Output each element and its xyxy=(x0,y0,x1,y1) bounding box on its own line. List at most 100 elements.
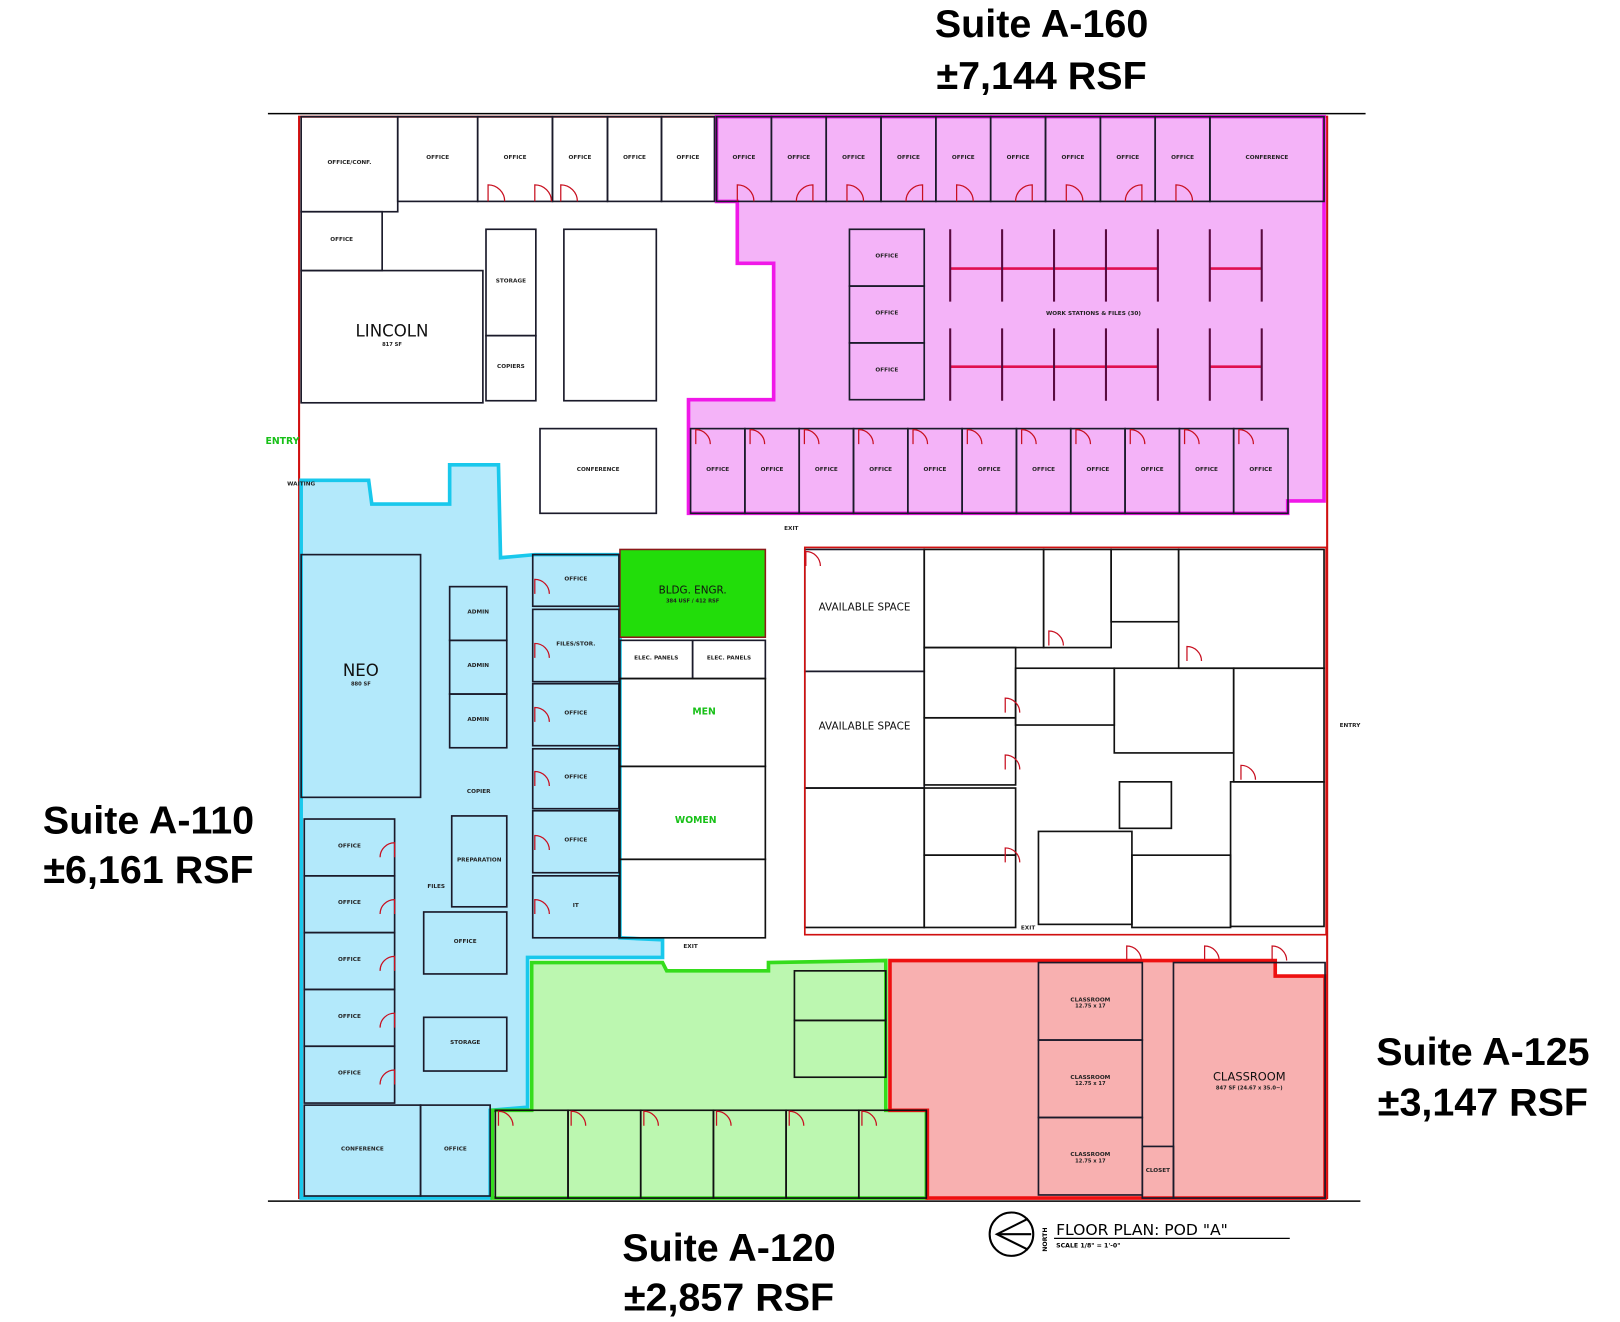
room-label: OFFICE xyxy=(924,467,947,473)
room-label: OFFICE xyxy=(330,237,353,243)
room-label: OFFICE xyxy=(444,1147,467,1153)
door-icon xyxy=(1124,184,1143,202)
room-outline xyxy=(857,1109,928,1199)
room-outline xyxy=(660,115,716,203)
door-icon xyxy=(534,770,550,787)
room-outline xyxy=(450,815,508,908)
room-label: LINCOLN xyxy=(356,322,429,341)
room-area-label: 817 SF xyxy=(382,342,402,348)
room-outline xyxy=(448,693,508,749)
room-outline xyxy=(531,874,620,939)
suite-a120-area[interactable] xyxy=(490,958,929,1200)
bldg-engr-room xyxy=(619,548,767,639)
door-icon xyxy=(534,706,550,722)
room-label: OFFICE xyxy=(1007,155,1030,161)
room-label: ADMIN xyxy=(467,717,489,723)
room-label: OFFICE xyxy=(677,155,700,161)
room-outline xyxy=(1141,1145,1175,1199)
room-label: STORAGE xyxy=(496,278,526,284)
room-label: OFFICE xyxy=(338,957,361,963)
room-label: OFFICE xyxy=(564,775,587,781)
room-label: FILES xyxy=(427,884,445,890)
door-icon xyxy=(379,955,396,971)
door-icon xyxy=(1048,630,1065,646)
door-icon xyxy=(736,184,755,202)
room-label: OFFICE xyxy=(623,155,646,161)
room-label: EXIT xyxy=(1021,926,1035,932)
room-label: OFFICE xyxy=(875,367,898,373)
tenant-space-outline xyxy=(803,546,1327,936)
room-label: OFFICE xyxy=(454,939,477,945)
door-icon xyxy=(846,184,865,202)
room-label: ENTRY xyxy=(1340,723,1362,729)
door-icon xyxy=(1004,697,1021,713)
room-outline xyxy=(300,269,484,404)
room-outline xyxy=(539,427,658,515)
room-label: OFFICE xyxy=(733,155,756,161)
suite-a160-area[interactable] xyxy=(686,114,1326,516)
room-label: OFFICE xyxy=(564,711,587,717)
room-outline xyxy=(1118,781,1173,830)
suite-a120-rsf: ±2,857 RSF xyxy=(624,1276,834,1320)
room-area-label: 12.75 x 17 xyxy=(1075,1004,1106,1010)
door-icon xyxy=(379,898,396,915)
room-label: OFFICE xyxy=(1062,155,1085,161)
room-outline xyxy=(422,911,508,975)
room-outline xyxy=(531,682,620,747)
room-outline xyxy=(793,1019,887,1079)
room-area-label: 12.75 x 17 xyxy=(1075,1081,1106,1087)
room-label: STORAGE xyxy=(450,1040,480,1046)
room-label: EXIT xyxy=(683,944,697,950)
door-icon xyxy=(1238,429,1255,445)
floor-plan-scale: SCALE 1/8" = 1'-0" xyxy=(1056,1243,1120,1250)
room-label: OFFICE xyxy=(569,155,592,161)
room-outline xyxy=(1208,115,1325,203)
door-icon xyxy=(560,184,579,202)
floor-plan-title: FLOOR PLAN: POD "A" xyxy=(1056,1221,1228,1239)
room-label: ADMIN xyxy=(467,663,489,669)
door-icon xyxy=(1126,945,1142,961)
north-arrow-icon xyxy=(988,1211,1035,1257)
door-icon xyxy=(749,429,766,445)
door-icon xyxy=(788,1110,805,1126)
door-icon xyxy=(1065,184,1084,202)
room-outline xyxy=(300,553,422,799)
room-outline xyxy=(531,747,620,810)
room-outline xyxy=(531,809,620,874)
door-icon xyxy=(534,578,550,594)
room-label: OFFICE xyxy=(787,155,810,161)
room-label: OFFICE xyxy=(897,155,920,161)
door-icon xyxy=(805,550,822,567)
door-icon xyxy=(1175,184,1194,202)
room-area-label: 847 SF (24.67 x 35.0~) xyxy=(1216,1086,1283,1092)
door-icon xyxy=(1203,945,1220,961)
door-icon xyxy=(534,642,550,658)
room-label: ENTRY xyxy=(265,436,299,447)
door-icon xyxy=(1021,429,1037,445)
suite-a120-name: Suite A-120 xyxy=(622,1226,835,1270)
room-outline xyxy=(619,858,767,939)
door-icon xyxy=(695,429,711,445)
room-label: BLDG. ENGR. xyxy=(659,584,727,596)
room-label: ELEC. PANELS xyxy=(707,655,751,661)
door-icon xyxy=(1186,645,1203,662)
door-icon xyxy=(966,429,983,445)
room-label: OFFICE xyxy=(564,576,587,582)
room-label: WORK STATIONS & FILES (30) xyxy=(1046,311,1141,317)
room-outline xyxy=(1229,781,1325,928)
door-icon xyxy=(1075,429,1092,445)
door-icon xyxy=(1014,184,1033,202)
room-label: OFFICE xyxy=(706,467,729,473)
room-area-label: 880 SF xyxy=(351,681,371,687)
room-outline xyxy=(563,228,658,402)
room-label: AVAILABLE SPACE xyxy=(819,721,911,733)
room-label: OFFICE xyxy=(1116,155,1139,161)
room-label: OFFICE xyxy=(426,155,449,161)
room-label: WOMEN xyxy=(675,815,717,826)
room-label: ADMIN xyxy=(467,610,489,616)
door-icon xyxy=(861,1110,878,1126)
room-area-label: 12.75 x 17 xyxy=(1075,1158,1106,1164)
door-icon xyxy=(803,429,820,445)
